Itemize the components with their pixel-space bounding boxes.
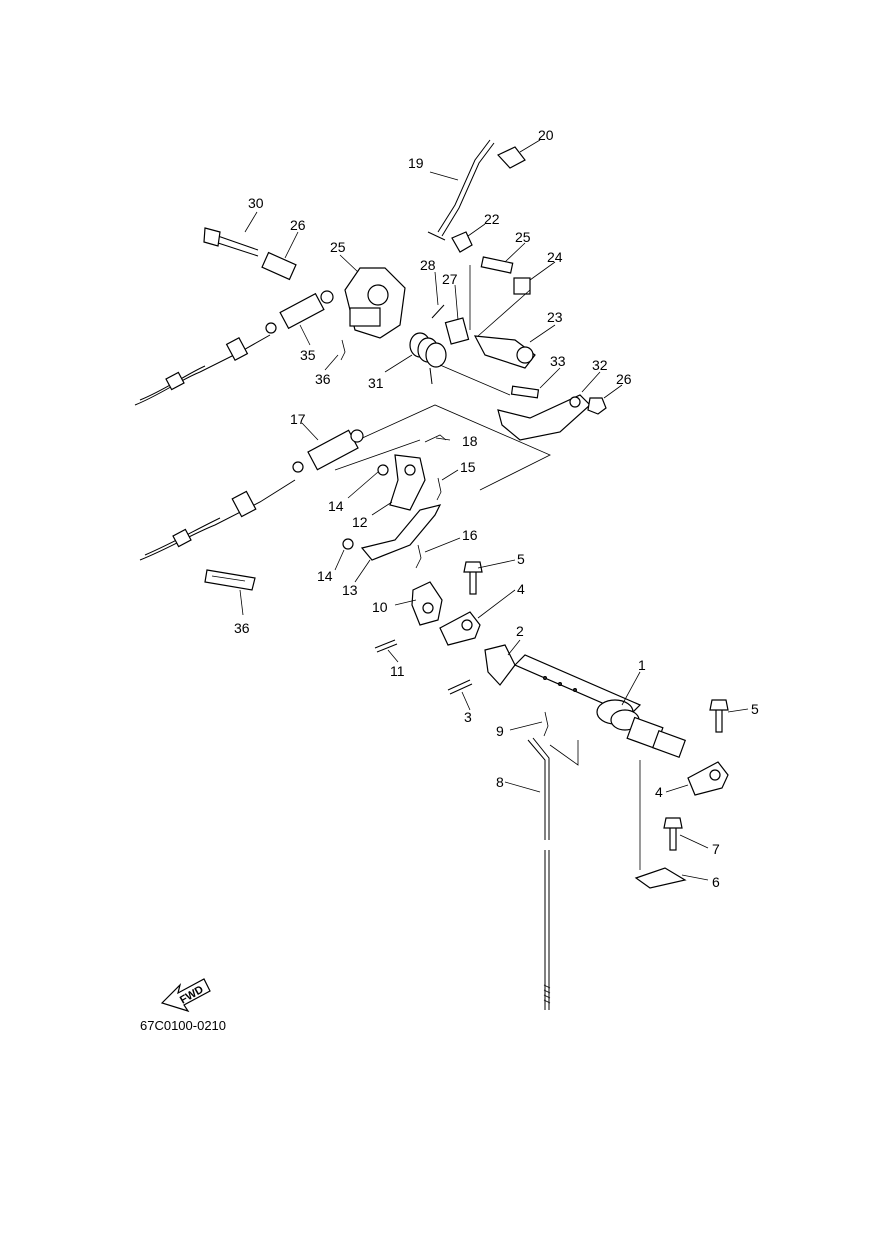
callout-26: 27 bbox=[442, 271, 458, 287]
callout-25: 26 bbox=[616, 371, 632, 387]
callout-36: 36 bbox=[234, 620, 250, 636]
callout-6: 6 bbox=[712, 874, 720, 890]
callouts: 30 26 25 19 20 22 25 24 28 27 23 33 32 2… bbox=[234, 127, 759, 890]
callout-1: 1 bbox=[638, 657, 646, 673]
callout-21: 22 bbox=[484, 211, 500, 227]
callout-11: 11 bbox=[390, 663, 405, 679]
fwd-label: FWD bbox=[178, 984, 206, 1007]
callout-17: 17 bbox=[290, 411, 306, 427]
callout-29: 26 bbox=[290, 217, 306, 233]
callout-19: 19 bbox=[408, 155, 424, 171]
callout-16: 16 bbox=[462, 527, 478, 543]
callout-33: 30 bbox=[248, 195, 264, 211]
callout-28: 25 bbox=[330, 239, 346, 255]
callout-10: 10 bbox=[372, 599, 388, 615]
callout-18: 18 bbox=[462, 433, 478, 449]
callout-13: 13 bbox=[342, 582, 358, 598]
leader-lines bbox=[239, 139, 749, 881]
upper-assembly bbox=[134, 139, 607, 441]
middle-assembly bbox=[139, 404, 551, 653]
callout-3: 3 bbox=[464, 709, 472, 725]
torsion-spring bbox=[409, 332, 447, 385]
callout-23: 24 bbox=[547, 249, 563, 265]
callout-24: 25 bbox=[515, 229, 531, 245]
callout-14b: 14 bbox=[317, 568, 333, 584]
callout-12: 12 bbox=[352, 514, 368, 530]
callout-34: 35 bbox=[300, 347, 316, 363]
callout-31: 32 bbox=[592, 357, 608, 373]
drawing-part-number: 67C0100-0210 bbox=[140, 1018, 226, 1033]
callout-30: 31 bbox=[368, 375, 384, 391]
callout-5a: 5 bbox=[517, 551, 525, 567]
callout-27: 28 bbox=[420, 257, 436, 273]
callout-4a: 4 bbox=[517, 581, 525, 597]
callout-9: 9 bbox=[496, 723, 504, 739]
callout-5b: 5 bbox=[751, 701, 759, 717]
fwd-arrow: FWD bbox=[160, 978, 211, 1013]
callout-32: 33 bbox=[550, 353, 566, 369]
callout-15: 15 bbox=[460, 459, 476, 475]
callout-4b: 4 bbox=[655, 784, 663, 800]
lower-assembly bbox=[439, 561, 729, 1010]
callout-20: 20 bbox=[538, 127, 554, 143]
callout-2: 2 bbox=[516, 623, 524, 639]
callout-22: 23 bbox=[547, 309, 563, 325]
callout-14a: 14 bbox=[328, 498, 344, 514]
callout-35: 36 bbox=[315, 371, 331, 387]
callout-7: 7 bbox=[712, 841, 720, 857]
callout-8: 8 bbox=[496, 774, 504, 790]
